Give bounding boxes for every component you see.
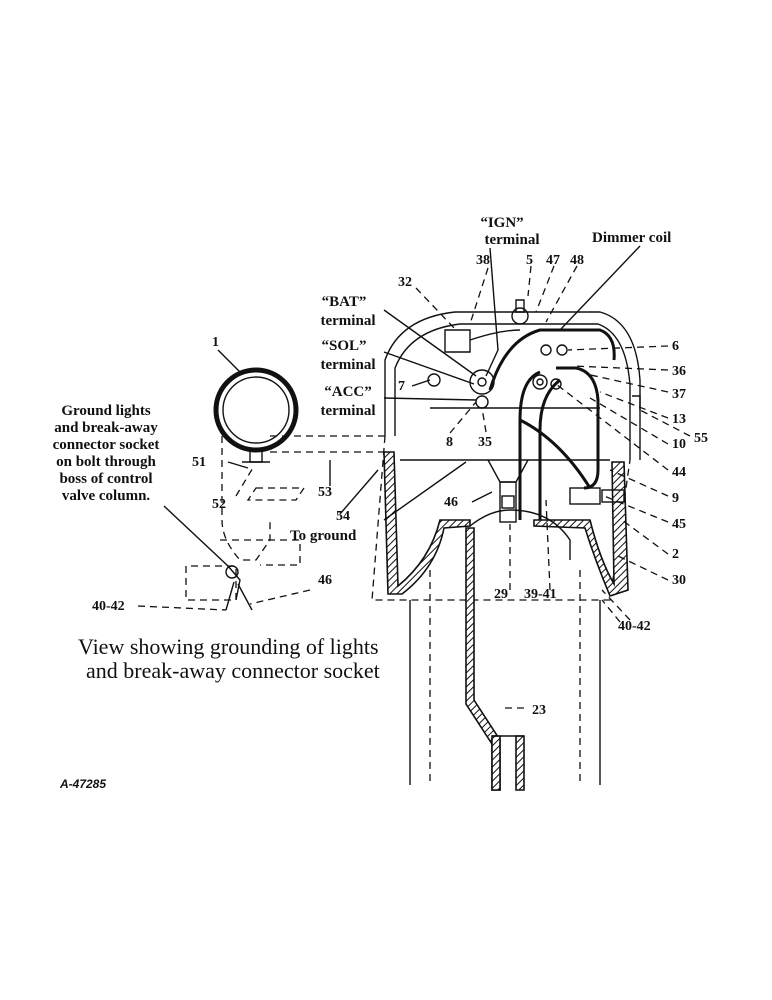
acc-terminal-label: “ACC” xyxy=(324,384,372,400)
part-54: 54 xyxy=(336,509,350,524)
part-35: 35 xyxy=(478,435,492,450)
part-46-left: 46 xyxy=(318,573,332,588)
part-40-42-left: 40-42 xyxy=(92,599,125,614)
part-7: 7 xyxy=(398,379,405,394)
part-48: 48 xyxy=(570,253,584,268)
part-55: 55 xyxy=(694,431,708,446)
part-10: 10 xyxy=(672,437,686,452)
part-2: 2 xyxy=(672,547,679,562)
part-1: 1 xyxy=(212,335,219,350)
svg-text:valve column.: valve column. xyxy=(62,488,151,504)
part-53: 53 xyxy=(318,485,332,500)
part-30: 30 xyxy=(672,573,686,588)
svg-text:Ground lights: Ground lights xyxy=(61,403,151,419)
to-ground-label: To ground xyxy=(290,528,357,544)
part-44: 44 xyxy=(672,465,686,480)
sol-terminal-label: “SOL” xyxy=(321,338,366,354)
sol-terminal-label-2: terminal xyxy=(321,357,376,373)
control-column xyxy=(371,299,641,791)
caption-line-2: and break-away connector socket xyxy=(86,658,380,683)
leader-lines xyxy=(137,245,691,709)
svg-text:and break-away: and break-away xyxy=(54,420,158,436)
part-52: 52 xyxy=(212,497,226,512)
figure-id: A-47285 xyxy=(59,777,106,791)
part-23: 23 xyxy=(532,703,546,718)
part-5: 5 xyxy=(526,253,533,268)
acc-terminal-label-2: terminal xyxy=(321,403,376,419)
ign-terminal-label: “IGN” xyxy=(480,215,523,231)
part-47: 47 xyxy=(546,253,560,268)
part-number-labels: 1 38 5 47 48 32 7 8 35 6 36 37 13 10 55 … xyxy=(92,253,708,718)
part-13: 13 xyxy=(672,412,686,427)
part-46-top: 46 xyxy=(444,495,458,510)
part-6: 6 xyxy=(672,339,679,354)
ign-terminal-label-2: terminal xyxy=(485,232,540,248)
part-40-42-right: 40-42 xyxy=(618,619,651,634)
part-9: 9 xyxy=(672,491,679,506)
part-38: 38 xyxy=(476,253,490,268)
part-45: 45 xyxy=(672,517,686,532)
ground-note: Ground lights and break-away connector s… xyxy=(53,403,160,504)
part-51: 51 xyxy=(192,455,206,470)
dimmer-coil-label: Dimmer coil xyxy=(592,230,671,246)
part-39-41: 39-41 xyxy=(524,587,557,602)
bat-terminal-label: “BAT” xyxy=(322,294,367,310)
svg-text:on bolt through: on bolt through xyxy=(56,454,156,470)
svg-text:connector socket: connector socket xyxy=(53,437,160,453)
svg-text:boss of control: boss of control xyxy=(59,471,152,487)
part-36: 36 xyxy=(672,364,686,379)
part-32: 32 xyxy=(398,275,412,290)
caption-line-1: View showing grounding of lights xyxy=(78,634,379,659)
part-37: 37 xyxy=(672,387,686,402)
bat-terminal-label-2: terminal xyxy=(321,313,376,329)
part-8: 8 xyxy=(446,435,453,450)
part-29: 29 xyxy=(494,587,508,602)
work-light xyxy=(213,367,299,463)
mounting-bracket xyxy=(185,435,385,611)
